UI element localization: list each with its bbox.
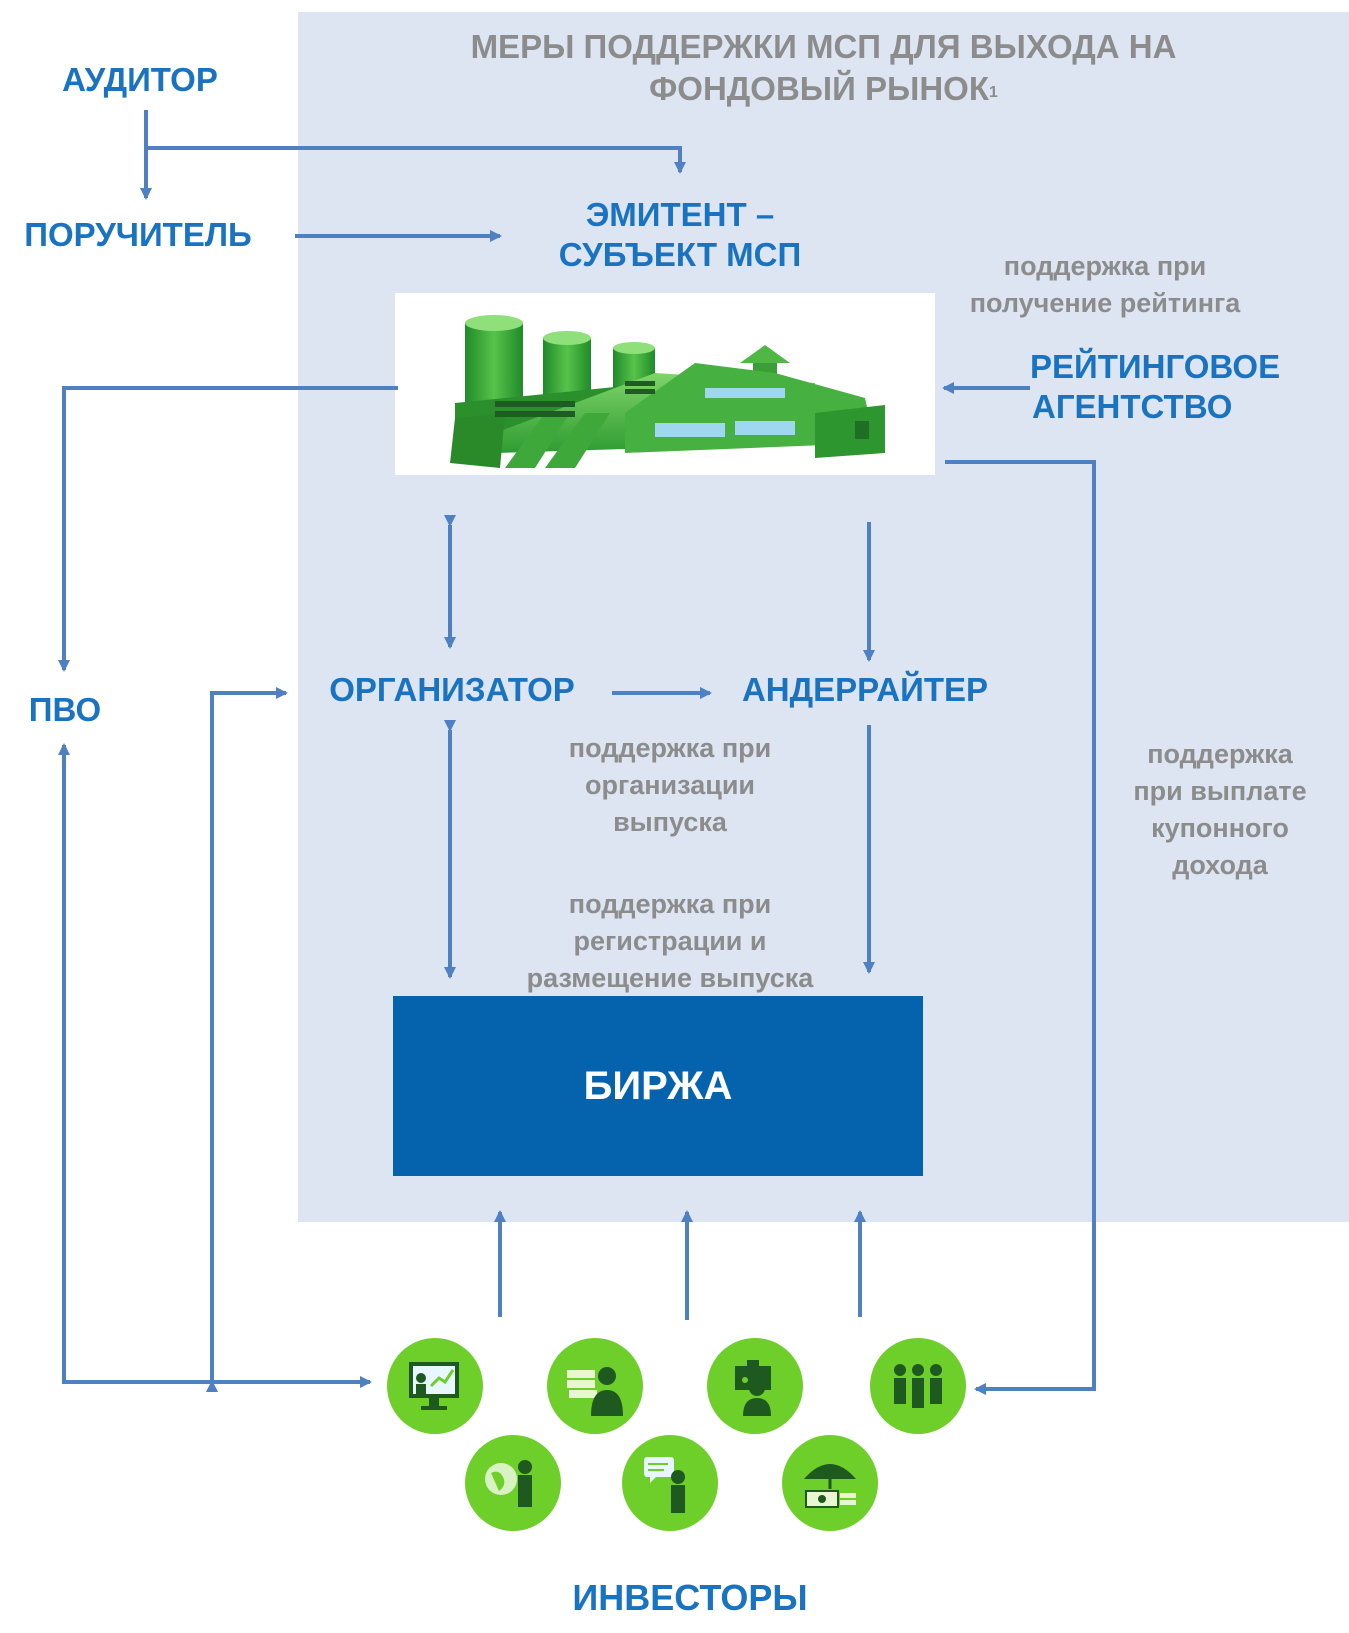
- speech-bubble-person-icon: [620, 1433, 720, 1533]
- organization-support-note: поддержка при организации выпуска: [520, 730, 820, 841]
- globe-person-icon: [463, 1433, 563, 1533]
- arrow-investors-pvo: [58, 743, 370, 1384]
- coupon-note-line-3: купонного: [1151, 813, 1289, 843]
- briefcase-person-icon: [705, 1336, 805, 1436]
- investors-label: ИНВЕСТОРЫ: [572, 1577, 808, 1618]
- coupon-note-line-1: поддержка: [1147, 739, 1293, 769]
- rating-note-line-2: получение рейтинга: [969, 288, 1241, 318]
- exchange-label: БИРЖА: [583, 1063, 733, 1108]
- pvo-label: ПВО: [28, 691, 102, 728]
- issuer-label-line-1: ЭМИТЕНТ –: [585, 196, 775, 233]
- organization-note-line-3: выпуска: [613, 807, 727, 837]
- rating-agency-line-2: АГЕНТСТВО: [1032, 388, 1233, 425]
- underwriter-label: АНДЕРРАЙТЕР: [741, 671, 989, 708]
- issuer-label-line-2: СУБЪЕКТ МСП: [558, 236, 802, 273]
- coupon-support-note: поддержка при выплате купонного дохода: [1100, 736, 1340, 884]
- arrow-issuer-to-pvo: [58, 386, 398, 672]
- rating-note-line-1: поддержка при: [1003, 251, 1207, 281]
- organization-note-line-2: организации: [584, 770, 756, 800]
- rating-support-note: поддержка при получение рейтинга: [955, 248, 1255, 322]
- arrow-investors-to-organizer: [206, 687, 288, 1392]
- issuer-label: ЭМИТЕНТ – СУБЪЕКТ МСП: [510, 195, 850, 275]
- registration-note-line-1: поддержка при: [568, 889, 772, 919]
- rating-agency-line-1: РЕЙТИНГОВОЕ: [1030, 348, 1281, 385]
- rating-agency-label: РЕЙТИНГОВОЕ АГЕНТСТВО: [1030, 347, 1349, 427]
- title-footnote: 1: [988, 84, 998, 101]
- diagram-title: МЕРЫ ПОДДЕРЖКИ МСП ДЛЯ ВЫХОДА НА ФОНДОВЫ…: [298, 26, 1349, 110]
- coupon-note-line-2: при выплате: [1133, 776, 1307, 806]
- coupon-note-line-4: дохода: [1172, 850, 1268, 880]
- registration-note-line-2: регистрации и: [573, 926, 767, 956]
- guarantor-label: ПОРУЧИТЕЛЬ: [24, 216, 252, 253]
- money-stack-person-icon: [545, 1336, 645, 1436]
- title-line-2: ФОНДОВЫЙ РЫНОК1: [649, 70, 998, 107]
- auditor-label: АУДИТОР: [62, 61, 218, 98]
- arrow-issuer-to-investors-coupon: [945, 460, 1096, 1395]
- umbrella-money-icon: [780, 1433, 880, 1533]
- presentation-chart-icon: [385, 1336, 485, 1436]
- registration-note-line-3: размещение выпуска: [526, 963, 814, 993]
- group-people-icon: [868, 1336, 968, 1436]
- arrow-auditor-to-issuer: [144, 110, 686, 174]
- organization-note-line-1: поддержка при: [568, 733, 772, 763]
- factory-icon: [450, 315, 885, 468]
- registration-support-note: поддержка при регистрации и размещение в…: [490, 886, 850, 997]
- issuer-factory-image: [395, 293, 935, 475]
- exchange-box: БИРЖА: [393, 996, 923, 1176]
- organizer-label: ОРГАНИЗАТОР: [329, 671, 575, 708]
- title-line-1: МЕРЫ ПОДДЕРЖКИ МСП ДЛЯ ВЫХОДА НА: [470, 28, 1177, 65]
